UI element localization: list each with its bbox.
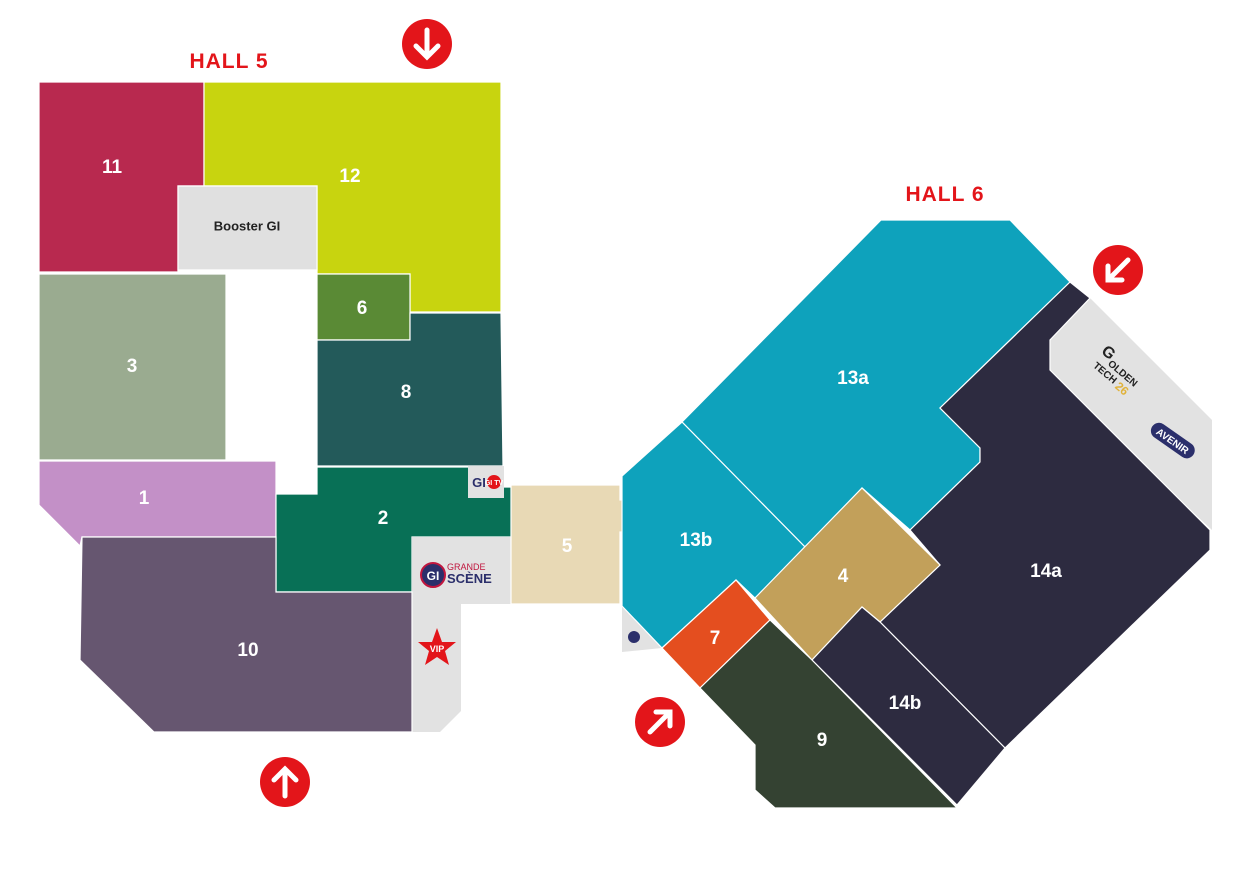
zone-14a-label: 14a	[1030, 561, 1062, 582]
svg-text:VIP: VIP	[430, 644, 445, 654]
zone-9[interactable]	[699, 619, 959, 809]
zone-11-label: 11	[102, 157, 123, 178]
zone-2-label: 2	[378, 508, 389, 529]
zone-9-label: 9	[817, 730, 828, 751]
zone-1-label: 1	[139, 488, 150, 509]
hall-6-title: HALL 6	[905, 183, 984, 206]
zone-3-label: 3	[127, 356, 138, 377]
zone-4-label: 4	[838, 566, 849, 587]
svg-text:GRANDE: GRANDE	[447, 562, 486, 572]
zone-12-label: 12	[339, 166, 360, 187]
zone-14b-label: 14b	[889, 693, 922, 714]
entrance-arrow-up-right-icon	[635, 697, 685, 747]
grande-scene-logo: GI GRANDE SCÈNE	[420, 562, 492, 588]
zone-6-label: 6	[357, 298, 368, 319]
zone-booster-gi[interactable]	[177, 185, 318, 271]
service-area-hall6	[1050, 298, 1212, 530]
vip-star-icon[interactable]: VIP	[418, 628, 456, 665]
entrance-arrow-down-left-icon	[1093, 245, 1143, 295]
entrance-arrow-down-icon	[402, 19, 452, 69]
zone-14b[interactable]	[811, 606, 1006, 806]
zone-booster-label: Booster GI	[214, 218, 280, 233]
zone-10-label: 10	[237, 640, 258, 661]
gtv-logo: GI GI TV	[472, 475, 503, 490]
hall-5-title: HALL 5	[189, 50, 268, 73]
entrance-arrow-up-icon	[260, 757, 310, 807]
zone-1[interactable]	[38, 460, 277, 548]
zone-10[interactable]	[79, 536, 413, 733]
zone-5-label: 5	[562, 536, 573, 557]
svg-text:GI: GI	[427, 569, 440, 583]
accessibility-icon	[628, 631, 640, 643]
zone-8-label: 8	[401, 382, 412, 403]
svg-text:SCÈNE: SCÈNE	[447, 571, 492, 586]
gtv-tv-text: GI TV	[485, 480, 504, 487]
zone-13b-label: 13b	[680, 530, 713, 551]
zone-13a-label: 13a	[837, 368, 869, 389]
gtv-gi-text: GI	[472, 475, 486, 490]
zone-13b[interactable]	[621, 421, 807, 649]
zone-7-label: 7	[710, 628, 721, 649]
zone-3[interactable]	[38, 273, 227, 461]
zone-8[interactable]	[316, 312, 504, 467]
